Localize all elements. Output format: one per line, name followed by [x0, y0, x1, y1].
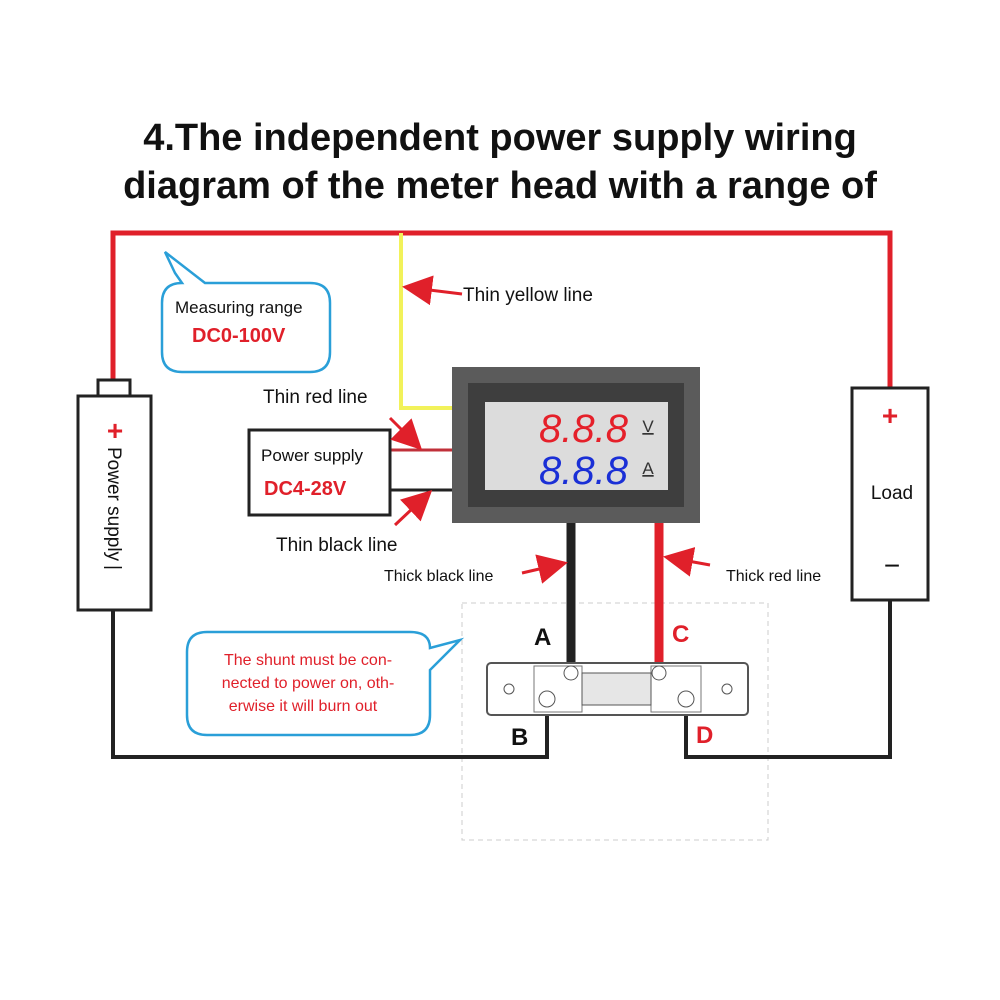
battery-label: Power supply [103, 447, 124, 562]
voltage-display: 8.8.8 [539, 407, 629, 451]
mount-hole [721, 683, 733, 695]
thin-black-label: Thin black line [276, 535, 397, 556]
thick-black-label: Thick black line [384, 568, 493, 585]
measuring-range-value: DC0-100V [192, 325, 286, 347]
black-load-wire [684, 600, 892, 759]
aux-supply-label: Power supply [261, 446, 364, 465]
arrow-icon [521, 554, 568, 584]
terminal-d: D [696, 722, 713, 749]
measuring-range-callout [160, 251, 332, 374]
thin-yellow-label: Thin yellow line [463, 285, 593, 306]
main-power-supply [76, 394, 153, 612]
load-label: Load [871, 483, 913, 504]
shunt-area [461, 602, 769, 841]
screw-icon [563, 665, 579, 681]
aux-power-supply [247, 428, 392, 517]
terminal-b: B [511, 724, 528, 751]
title-line-1: 4.The independent power supply wiring [143, 117, 857, 159]
mount-hole [503, 683, 515, 695]
screw-icon [538, 690, 556, 708]
shunt-resistor [581, 672, 652, 706]
screw-icon [651, 665, 667, 681]
battery-minus: | [103, 565, 124, 570]
thin-red-label: Thin red line [263, 387, 368, 408]
current-unit: A [642, 459, 654, 478]
aux-supply-value: DC4-28V [264, 478, 347, 500]
load-minus: − [884, 550, 900, 581]
measuring-range-label: Measuring range [175, 298, 303, 317]
thick-red-label: Thick red line [726, 568, 821, 585]
battery-plus: + [107, 415, 123, 446]
arrow-icon [393, 489, 433, 527]
thin-yellow-wire [399, 233, 452, 410]
arrow-icon [388, 416, 423, 451]
meter-screen [485, 402, 668, 490]
shunt-warning-line-1: The shunt must be con- [224, 652, 392, 669]
shunt-warning-callout [185, 630, 465, 737]
current-display: 8.8.8 [539, 449, 629, 493]
terminal-c: C [672, 621, 689, 648]
red-main-wire [110, 230, 893, 388]
title-line-2: diagram of the meter head with a range o… [123, 165, 877, 207]
battery-cap [96, 378, 132, 398]
terminal-a: A [534, 624, 551, 651]
arrow-icon [402, 275, 463, 306]
black-supply-wire [111, 610, 549, 759]
shunt-warning-line-3: erwise it will burn out [229, 698, 378, 715]
load [850, 386, 930, 602]
arrow-icon [663, 547, 711, 577]
shunt-warning-line-2: nected to power on, oth- [222, 675, 395, 692]
voltage-unit: V [642, 417, 654, 436]
load-plus: + [882, 400, 898, 431]
screw-icon [677, 690, 695, 708]
